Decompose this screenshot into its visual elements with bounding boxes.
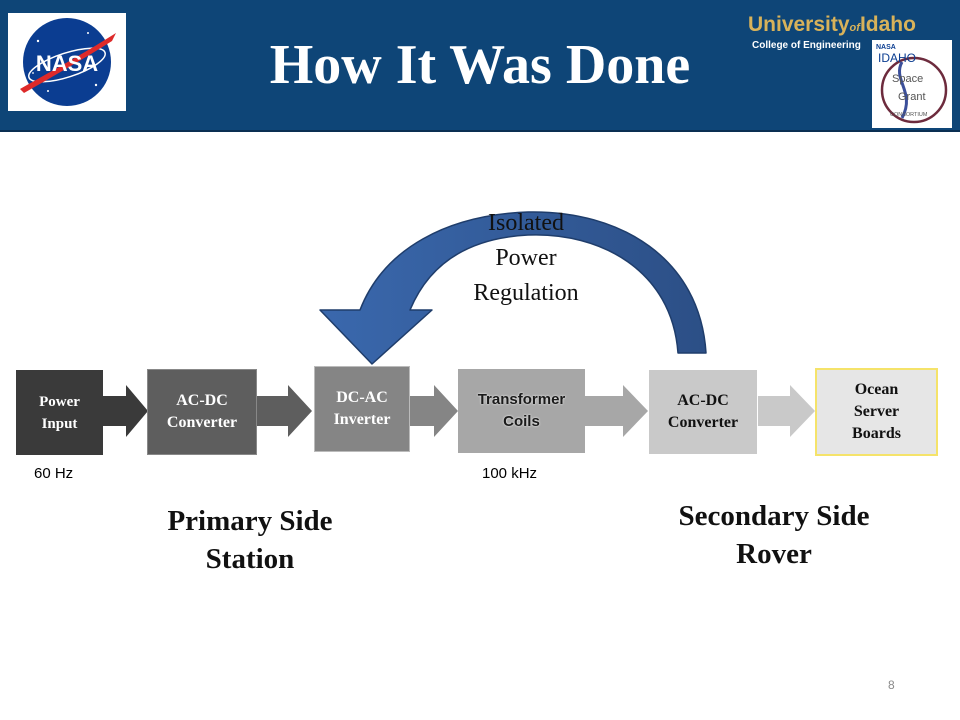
isolated-regulation-feedback-arrow [319,211,707,365]
secondary-side-label: Secondary Side Rover [678,500,870,570]
isolated-power-regulation-label: Isolated Power Regulation [473,210,579,306]
svg-text:NASA: NASA [36,51,98,76]
page-title: How It Was Done [269,34,691,96]
flow-arrow-5 [758,385,815,437]
flow-arrow-1 [103,385,148,437]
uidaho-wordmark: UniversityofIdaho [748,14,916,39]
coil-frequency-label: 100 kHz [482,465,538,482]
ac-dc-converter-secondary-label: AC-DC Converter [667,392,739,431]
svg-text:Grant: Grant [898,91,926,103]
ac-dc-converter-secondary-block: AC-DC Converter [648,369,758,455]
uidaho-wordmark-b: Idaho [859,13,916,36]
transformer-coils-block: Transformer Coils [458,369,585,453]
uidaho-wordmark-a: University [748,13,850,36]
ac-dc-converter-primary-label: AC-DC Converter [166,392,238,431]
transformer-coils-label: Transformer Coils [477,391,566,430]
ac-dc-converter-primary-block: AC-DC Converter [147,369,257,455]
svg-text:Space: Space [892,73,923,85]
power-input-block: Power Input [16,370,103,455]
page-number: 8 [888,678,895,692]
ocean-server-boards-block: Ocean Server Boards [815,368,938,456]
flow-arrows [103,385,815,437]
slide-header: NASA How It Was Done UniversityofIdaho C… [0,0,960,132]
space-grant-logo-icon: NASA IDAHO Space Grant CONSORTIUM [876,44,948,124]
flow-arrow-4 [585,385,648,437]
uidaho-wordmark-of: of [849,22,860,34]
flow-arrow-2 [257,385,312,437]
power-input-label: Power Input [39,393,80,432]
nasa-logo: NASA [8,13,126,111]
svg-text:CONSORTIUM: CONSORTIUM [890,112,928,118]
uidaho-college: College of Engineering [752,40,861,51]
nasa-meatball-icon: NASA [20,18,116,106]
primary-side-label: Primary Side Station [167,505,333,575]
dc-ac-inverter-block: DC-AC Inverter [314,366,410,452]
svg-text:IDAHO: IDAHO [878,51,916,65]
dc-ac-inverter-label: DC-AC Inverter [333,389,391,428]
isgc-logo: NASA IDAHO Space Grant CONSORTIUM [872,40,952,128]
svg-text:NASA: NASA [876,44,896,51]
ocean-server-boards-label: Ocean Server Boards [852,381,901,442]
input-frequency-label: 60 Hz [34,465,74,482]
flow-arrow-3 [410,385,458,437]
